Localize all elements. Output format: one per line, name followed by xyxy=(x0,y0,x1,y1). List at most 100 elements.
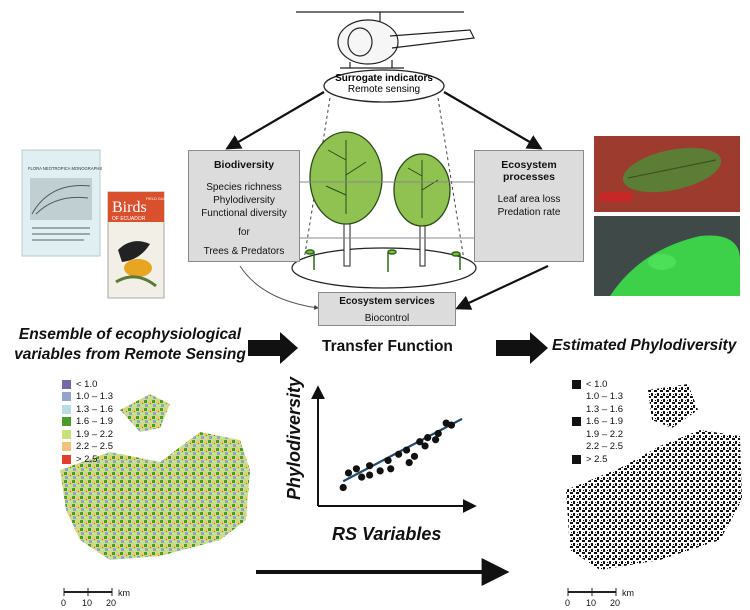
arrow-processes-to-services xyxy=(455,265,549,310)
legend-swatch xyxy=(572,442,581,452)
scatter-point xyxy=(447,421,456,429)
map-left-scalebar xyxy=(63,588,113,596)
map-right-legend-row: 2.2 – 2.5 xyxy=(572,441,623,454)
map-right-legend-row: 1.0 – 1.3 xyxy=(572,391,623,404)
legend-label: 2.2 – 2.5 xyxy=(586,441,623,453)
legend-label: 1.0 – 1.3 xyxy=(586,391,623,403)
scatter-point xyxy=(339,483,347,492)
processes-title: Ecosystem processes xyxy=(501,159,557,183)
map-right-legend-row: 1.9 – 2.2 xyxy=(572,428,623,441)
scatter-point xyxy=(395,450,403,458)
scatter-point xyxy=(387,465,395,473)
scatter-point xyxy=(366,471,374,479)
seedlings-icon xyxy=(305,249,461,272)
processes-line-1: Leaf area loss xyxy=(497,194,561,205)
scatter-point xyxy=(358,473,366,481)
book1-title: FLORA NEOTROPICA MONOGRAPHS xyxy=(28,166,102,171)
left-row-label-line2: variables from Remote Sensing xyxy=(14,346,246,363)
scatter-point xyxy=(366,462,374,470)
estimated-phylodiversity-label: Estimated Phylodiversity xyxy=(552,337,737,354)
map-right-legend-row: 1.6 – 1.9 xyxy=(572,416,623,429)
legend-label: 1.3 – 1.6 xyxy=(586,403,623,415)
map-left-legend-row: 1.9 – 2.2 xyxy=(62,428,113,441)
biodiversity-box: Biodiversity Species richness Phylodiver… xyxy=(188,150,300,262)
tree-right-icon xyxy=(393,153,451,267)
biodiversity-line-3: Functional diversity xyxy=(201,208,287,219)
legend-label: 1.6 – 1.9 xyxy=(586,416,623,428)
map-right-scale-0: 0 xyxy=(565,598,570,608)
services-line: Biocontrol xyxy=(364,313,410,324)
map-left-legend-row: < 1.0 xyxy=(62,378,113,391)
arrow-transfer-to-estimated xyxy=(496,332,548,364)
scatter-point xyxy=(432,436,440,444)
map-right-scale-20: 20 xyxy=(610,598,620,608)
scatter-point xyxy=(402,446,411,454)
book-flora-neotropica xyxy=(21,149,101,257)
scatter-y-label: Phylodiversity xyxy=(284,376,304,500)
map-left-legend-row: 1.6 – 1.9 xyxy=(62,416,113,429)
legend-swatch xyxy=(572,429,581,439)
map-left-scale-20: 20 xyxy=(106,598,116,608)
legend-swatch xyxy=(62,392,71,402)
scatter-point xyxy=(416,438,424,446)
arrow-left-to-transfer xyxy=(248,332,298,364)
legend-swatch xyxy=(572,417,581,427)
arrow-bio-to-services xyxy=(239,265,319,310)
map-left-legend-row: 1.3 – 1.6 xyxy=(62,403,113,416)
biodiversity-line-5: Trees & Predators xyxy=(203,246,285,257)
book2-tag: FIELD GUIDE xyxy=(146,197,170,201)
surrogate-text: Surrogate indicators Remote sensing xyxy=(324,73,444,95)
map-right-scale-unit: km xyxy=(622,588,634,598)
scatter-fit-line xyxy=(342,417,463,483)
legend-label: 1.9 – 2.2 xyxy=(76,428,113,440)
legend-label: 1.6 – 1.9 xyxy=(76,416,113,428)
helicopter-icon xyxy=(296,11,475,69)
services-title: Ecosystem services xyxy=(339,296,435,307)
services-box: Ecosystem services Biocontrol xyxy=(318,292,456,326)
legend-label: > 2.5 xyxy=(76,453,98,465)
legend-label: > 2.5 xyxy=(586,453,608,465)
scatter-point xyxy=(434,429,442,438)
scatter-point xyxy=(352,465,360,473)
legend-swatch xyxy=(62,454,71,464)
left-row-label-line1: Ensemble of ecophysiological xyxy=(18,326,242,343)
map-right-binary xyxy=(566,384,742,570)
transfer-function-label: Transfer Function xyxy=(322,338,453,355)
scatter-plot xyxy=(311,385,477,513)
legend-swatch xyxy=(572,392,581,402)
caterpillar-photo xyxy=(594,216,740,296)
biodiversity-line-4: for xyxy=(238,227,250,238)
legend-label: 1.9 – 2.2 xyxy=(586,428,623,440)
book2-subtitle: OF ECUADOR xyxy=(112,216,146,222)
map-right-scalebar xyxy=(567,588,617,596)
legend-swatch xyxy=(62,429,71,439)
arrow-to-processes xyxy=(443,91,543,150)
map-left-legend-row: 1.0 – 1.3 xyxy=(62,391,113,404)
map-left-scale-unit: km xyxy=(118,588,130,598)
map-left-scale-0: 0 xyxy=(61,598,66,608)
surrogate-title: Surrogate indicators xyxy=(335,73,433,84)
map-left-legend-row: 2.2 – 2.5 xyxy=(62,441,113,454)
scatter-point xyxy=(344,469,353,477)
scatter-point xyxy=(376,467,384,475)
legend-swatch xyxy=(62,442,71,452)
legend-swatch xyxy=(572,404,581,414)
legend-swatch xyxy=(572,379,581,389)
processes-box: Ecosystem processes Leaf area loss Preda… xyxy=(474,150,584,262)
scatter-point xyxy=(424,434,432,442)
map-left-scale-10: 10 xyxy=(82,598,92,608)
left-row-label: Ensemble of ecophysiological variables f… xyxy=(14,325,246,365)
legend-swatch xyxy=(62,417,71,427)
map-right-legend-row: 1.3 – 1.6 xyxy=(572,403,623,416)
legend-swatch xyxy=(572,454,581,464)
scatter-x-label: RS Variables xyxy=(332,524,441,544)
legend-label: < 1.0 xyxy=(76,378,98,390)
tree-left-icon xyxy=(309,131,383,267)
book-birds-of-ecuador xyxy=(107,191,165,299)
leaf-photo xyxy=(594,136,740,212)
biodiversity-line-2: Phylodiversity xyxy=(213,195,275,206)
